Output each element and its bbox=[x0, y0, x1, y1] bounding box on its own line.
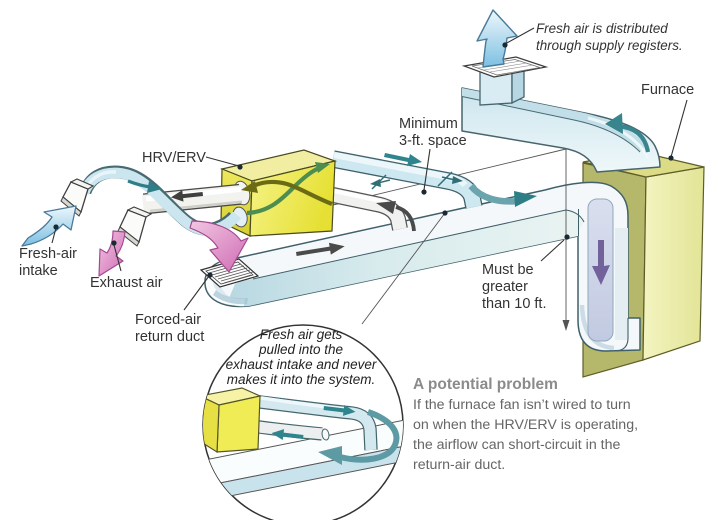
svg-text:exhaust intake and never: exhaust intake and never bbox=[226, 357, 377, 372]
svg-text:Fresh air is distributed: Fresh air is distributed bbox=[536, 21, 668, 36]
svg-text:If the furnace fan isn’t wired: If the furnace fan isn’t wired to turn bbox=[413, 397, 631, 413]
svg-text:pulled into the: pulled into the bbox=[258, 342, 343, 357]
svg-text:through supply registers.: through supply registers. bbox=[536, 38, 683, 53]
svg-text:Furnace: Furnace bbox=[641, 82, 694, 98]
svg-text:the airflow can short-circuit: the airflow can short-circuit in the bbox=[413, 437, 620, 453]
svg-text:intake: intake bbox=[19, 263, 58, 279]
svg-text:Exhaust air: Exhaust air bbox=[90, 275, 163, 291]
svg-text:Minimum: Minimum bbox=[399, 116, 458, 132]
svg-text:greater: greater bbox=[482, 279, 528, 295]
svg-text:A potential problem: A potential problem bbox=[413, 376, 558, 393]
svg-text:Fresh air gets: Fresh air gets bbox=[260, 327, 343, 342]
svg-text:on when the HRV/ERV is operati: on when the HRV/ERV is operating, bbox=[413, 417, 638, 433]
svg-text:3-ft. space: 3-ft. space bbox=[399, 133, 467, 149]
svg-text:HRV/ERV: HRV/ERV bbox=[142, 150, 206, 166]
svg-text:Fresh-air: Fresh-air bbox=[19, 246, 77, 262]
svg-text:return-air duct.: return-air duct. bbox=[413, 457, 505, 473]
svg-text:than 10 ft.: than 10 ft. bbox=[482, 296, 547, 312]
svg-text:Must be: Must be bbox=[482, 262, 534, 278]
svg-text:return duct: return duct bbox=[135, 329, 204, 345]
svg-text:makes it into the system.: makes it into the system. bbox=[227, 372, 376, 387]
svg-text:Forced-air: Forced-air bbox=[135, 312, 201, 328]
